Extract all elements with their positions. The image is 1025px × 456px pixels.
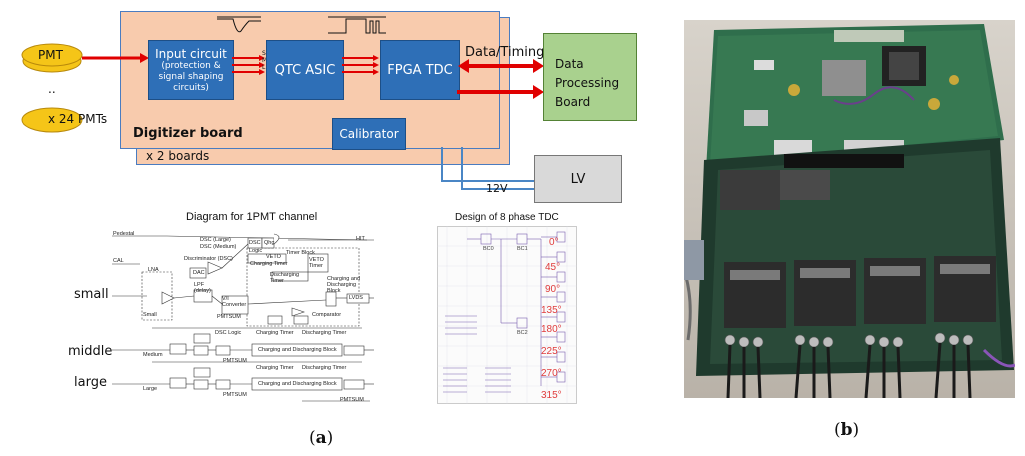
tdc-block-bc2: BC2: [517, 330, 528, 336]
lbl-charging-block-large: Charging and Discharging Block: [258, 381, 337, 387]
tdc-phase-0: 0°: [549, 237, 559, 248]
digital-waveform-icon: [328, 16, 386, 34]
lbl-vi-converter: V/I Converter: [222, 296, 247, 308]
lv-cables: [441, 147, 536, 190]
pmt-ellipse-24: [21, 107, 83, 133]
lbl-dac: DAC: [193, 270, 205, 276]
lbl-pmtsum: PMTSUM: [217, 314, 241, 320]
caption-a-close: ): [326, 428, 334, 448]
lbl-qhg: Qhg: [264, 240, 275, 246]
calibrator-box: Calibrator: [332, 118, 406, 150]
caption-a-open: (: [309, 428, 316, 448]
lbl-pmtsum-out: PMTSUM: [340, 397, 364, 403]
lv-box: LV: [534, 155, 622, 203]
channel-schematic: [112, 233, 374, 402]
lbl-pmtsum-mid: PMTSUM: [223, 358, 247, 364]
input-to-qtc-bus: [232, 55, 265, 75]
lv-label: LV: [570, 171, 586, 187]
lbl-logic: Logic: [249, 248, 263, 254]
tdc-title: Design of 8 phase TDC: [455, 212, 559, 223]
lbl-dsc: DSC: [249, 240, 261, 246]
lbl-charging-timer: Charging Timer: [250, 261, 288, 267]
pmt-ellipses: [21, 43, 83, 73]
caption-b-letter: b: [840, 420, 853, 440]
lbl-pmtsum-large: PMTSUM: [223, 392, 247, 398]
analog-waveform-icon: [217, 16, 261, 33]
bus-letter-m: M: [262, 57, 268, 64]
lbl-comparator: Comparator: [312, 312, 342, 318]
input-circuit-box: Input circuit (protection & signal shapi…: [148, 40, 234, 100]
lbl-dsc-medium: DSC (Medium): [200, 244, 237, 250]
lbl-cal: CAL: [113, 258, 124, 264]
input-circuit-sub: (protection & signal shaping circuits): [158, 60, 224, 93]
input-label-middle: middle: [68, 344, 113, 359]
bus-letter-l: L: [262, 64, 266, 71]
data-timing-label: Data/Timing: [465, 45, 545, 60]
lbl-dsc-logic: DSC Logic: [215, 330, 242, 336]
lbl-charging-timer-3: Charging Timer: [256, 365, 294, 371]
lbl-charging-discharging-block: Charging and Discharging Block: [327, 276, 361, 294]
hardware-photo: [684, 20, 1015, 398]
lbl-discharging-timer-2: Discharging Timer: [302, 330, 347, 336]
data-processing-board-box: [543, 33, 637, 121]
tdc-schematic: [437, 226, 577, 404]
fpga-tdc-box: FPGA TDC: [380, 40, 460, 100]
data-processing-board-label: Data Processing Board: [555, 57, 620, 109]
tdc-phase-135: 135°: [541, 305, 562, 316]
lbl-large: Large: [143, 386, 158, 392]
caption-a: (a): [309, 428, 333, 448]
hardware-photo-drawing: [684, 20, 1015, 398]
lbl-dsc-large: DSC (Large): [200, 237, 231, 243]
lbl-lpf-delay: LPF (delay): [194, 282, 211, 294]
tdc-phase-315: 315°: [541, 390, 562, 401]
tdc-block-bc0: BC0: [483, 246, 494, 252]
bus-letter-s: S: [262, 50, 266, 57]
lbl-timer-block: Timer Block: [286, 250, 315, 256]
fpga-dpb-double-arrow: [457, 59, 544, 99]
lbl-pedestal: Pedestal: [113, 231, 135, 237]
tdc-phase-45: 45°: [545, 262, 561, 273]
input-circuit-title: Input circuit: [155, 46, 227, 61]
voltage-label: 12V: [486, 182, 508, 195]
caption-b-close: ): [852, 420, 860, 440]
tdc-phase-90: 90°: [545, 284, 561, 295]
x24-pmts-label: x 24 PMTs: [48, 112, 108, 126]
lbl-lna: LNA: [148, 267, 159, 273]
lbl-charging-timer-2: Charging Timer: [256, 330, 294, 336]
dots-label: ..: [48, 82, 56, 96]
caption-b: (b): [834, 420, 859, 440]
lbl-veto: VETO: [266, 254, 281, 260]
tdc-block-bc1: BC1: [517, 246, 528, 252]
pmt-to-input-arrow: [82, 53, 149, 63]
lbl-veto-timer: VETO Timer: [309, 257, 324, 269]
qtc-asic-box: QTC ASIC: [266, 40, 344, 100]
input-label-large: large: [74, 375, 107, 390]
input-label-small: small: [74, 287, 109, 302]
lbl-lvds: LVDS: [349, 295, 363, 301]
lbl-hit: HIT: [356, 236, 365, 242]
tdc-phase-225: 225°: [541, 346, 562, 357]
lbl-charging-block-mid: Charging and Discharging Block: [258, 347, 337, 353]
channel-diagram-title: Diagram for 1PMT channel: [186, 211, 318, 223]
caption-b-open: (: [834, 420, 841, 440]
lbl-discharging-timer: Discharging Timer: [270, 272, 300, 284]
digitizer-board-label: Digitizer board: [133, 126, 243, 141]
tdc-phase-180: 180°: [541, 324, 562, 335]
lbl-medium: Medium: [143, 352, 163, 358]
caption-a-letter: a: [315, 428, 327, 448]
lbl-disc-dsc: Discriminator (DSC): [184, 256, 233, 262]
tdc-phase-270: 270°: [541, 368, 562, 379]
x2-boards-label: x 2 boards: [146, 149, 210, 163]
qtc-to-fpga-bus: [342, 55, 379, 75]
pmt-label: PMT: [38, 48, 63, 62]
lbl-discharging-timer-3: Discharging Timer: [302, 365, 347, 371]
lbl-small: Small: [143, 312, 157, 318]
